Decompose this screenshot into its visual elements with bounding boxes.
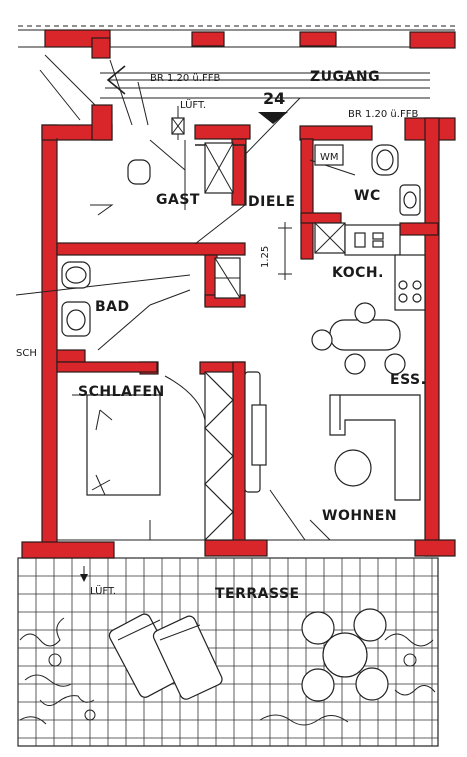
terrace-furniture bbox=[108, 608, 389, 702]
label-zugang: ZUGANG bbox=[310, 69, 380, 85]
fixtures bbox=[61, 142, 426, 541]
room-gast: GAST bbox=[156, 192, 200, 208]
room-wohnen: WOHNEN bbox=[322, 508, 397, 524]
room-bad: BAD bbox=[95, 299, 130, 315]
room-ess: ESS. bbox=[390, 372, 426, 388]
lueft-arrow-icon bbox=[80, 566, 88, 582]
interior-lines bbox=[15, 106, 425, 541]
unit-number: 24 bbox=[263, 89, 285, 108]
label-terrasse: TERRASSE bbox=[215, 586, 300, 602]
plants bbox=[19, 617, 436, 726]
room-koch: KOCH. bbox=[332, 265, 384, 281]
labels: BR 1.20 ü.FFB BR 1.20 ü.FFB LÜFT. 24 ZUG… bbox=[16, 69, 426, 602]
dimension-125: 1.25 bbox=[260, 246, 271, 268]
label-lueft-top: LÜFT. bbox=[180, 98, 206, 111]
walls bbox=[21, 29, 456, 559]
room-wm: WM bbox=[320, 152, 339, 163]
label-br-left: BR 1.20 ü.FFB bbox=[150, 73, 220, 84]
label-br-right: BR 1.20 ü.FFB bbox=[348, 109, 418, 120]
room-schlafen: SCHLAFEN bbox=[78, 384, 165, 400]
room-wc: WC bbox=[354, 188, 381, 204]
room-diele: DIELE bbox=[248, 194, 295, 210]
label-edge-left: SCH bbox=[16, 348, 37, 359]
label-lueft-bottom: LÜFT. bbox=[90, 584, 116, 597]
